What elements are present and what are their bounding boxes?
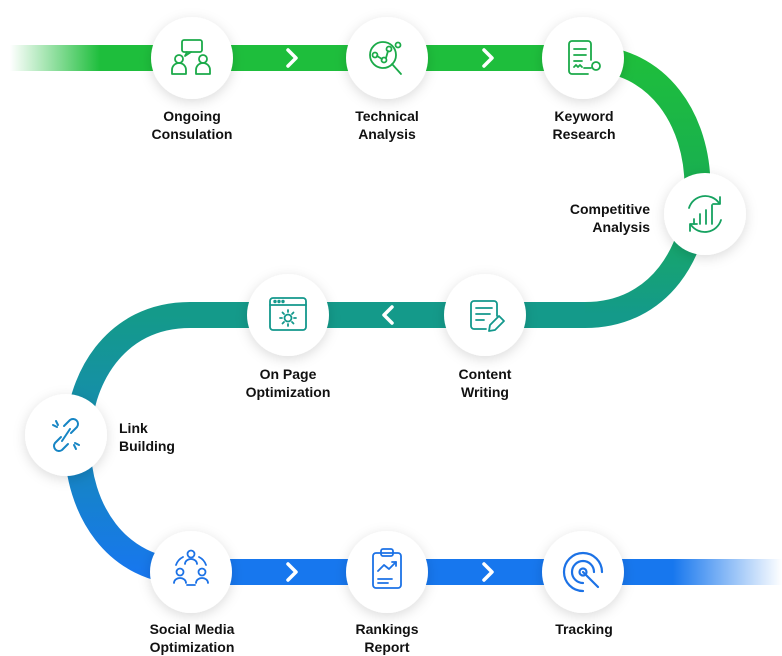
analysis-search-icon — [369, 41, 402, 75]
step-tracking — [542, 531, 624, 613]
step-label-line1: Keyword — [554, 108, 614, 124]
step-label-line2: Optimization — [245, 384, 331, 400]
step-on-page-optimization — [247, 274, 329, 356]
chain-link-icon — [52, 418, 80, 452]
step-label-line1: Ongoing — [163, 108, 221, 124]
step-link-building — [25, 394, 107, 476]
chevron-right-icon — [286, 48, 298, 68]
step-label-ongoing: Ongoing Consulation — [152, 107, 233, 143]
step-label-line1: Tracking — [555, 621, 613, 637]
step-label-content: Content Writing — [459, 365, 512, 401]
step-label-line1: Competitive — [569, 201, 650, 217]
step-label-tracking: Tracking — [555, 620, 613, 638]
consultation-icon — [171, 39, 211, 75]
step-label-line2: Building — [119, 438, 175, 454]
step-label-line1: On Page — [259, 366, 317, 382]
step-rankings-report — [346, 531, 428, 613]
chevron-right-icon — [286, 562, 298, 582]
step-label-line2: Analysis — [358, 126, 416, 142]
step-label-onpage: On Page Optimization — [246, 365, 331, 401]
step-keyword-research — [542, 17, 624, 99]
step-label-line2: Analysis — [592, 219, 650, 235]
step-ongoing-consultation — [151, 17, 233, 99]
step-label-line1: Content — [458, 366, 512, 382]
step-content-writing — [444, 274, 526, 356]
direction-chevrons — [286, 48, 494, 582]
keyword-document-icon — [568, 40, 601, 75]
browser-gear-icon — [269, 297, 307, 331]
social-network-icon — [173, 549, 209, 586]
step-label-link: Link Building — [119, 419, 175, 455]
step-label-line2: Writing — [461, 384, 509, 400]
step-label-competitive: Competitive Analysis — [570, 200, 650, 236]
step-label-line2: Consulation — [151, 126, 233, 142]
step-social-media-optimization — [150, 531, 232, 613]
step-label-social: Social Media Optimization — [150, 620, 235, 656]
step-label-line1: Rankings — [355, 621, 419, 637]
step-label-line1: Link — [119, 420, 148, 436]
target-tracking-icon — [562, 551, 604, 593]
chevron-right-icon — [482, 562, 494, 582]
content-writing-icon — [470, 300, 505, 332]
step-label-technical: Technical Analysis — [355, 107, 419, 143]
step-label-rankings: Rankings Report — [355, 620, 418, 656]
step-label-line2: Optimization — [149, 639, 235, 655]
step-competitive-analysis — [664, 173, 746, 255]
clipboard-chart-icon — [372, 548, 402, 589]
step-label-line2: Research — [552, 126, 616, 142]
chevron-left-icon — [382, 305, 394, 325]
step-label-line2: Report — [364, 639, 410, 655]
step-technical-analysis — [346, 17, 428, 99]
step-label-line1: Social Media — [149, 621, 235, 637]
step-label-keyword: Keyword Research — [552, 107, 615, 143]
growth-chart-icon — [688, 195, 722, 233]
chevron-right-icon — [482, 48, 494, 68]
step-label-line1: Technical — [355, 108, 419, 124]
